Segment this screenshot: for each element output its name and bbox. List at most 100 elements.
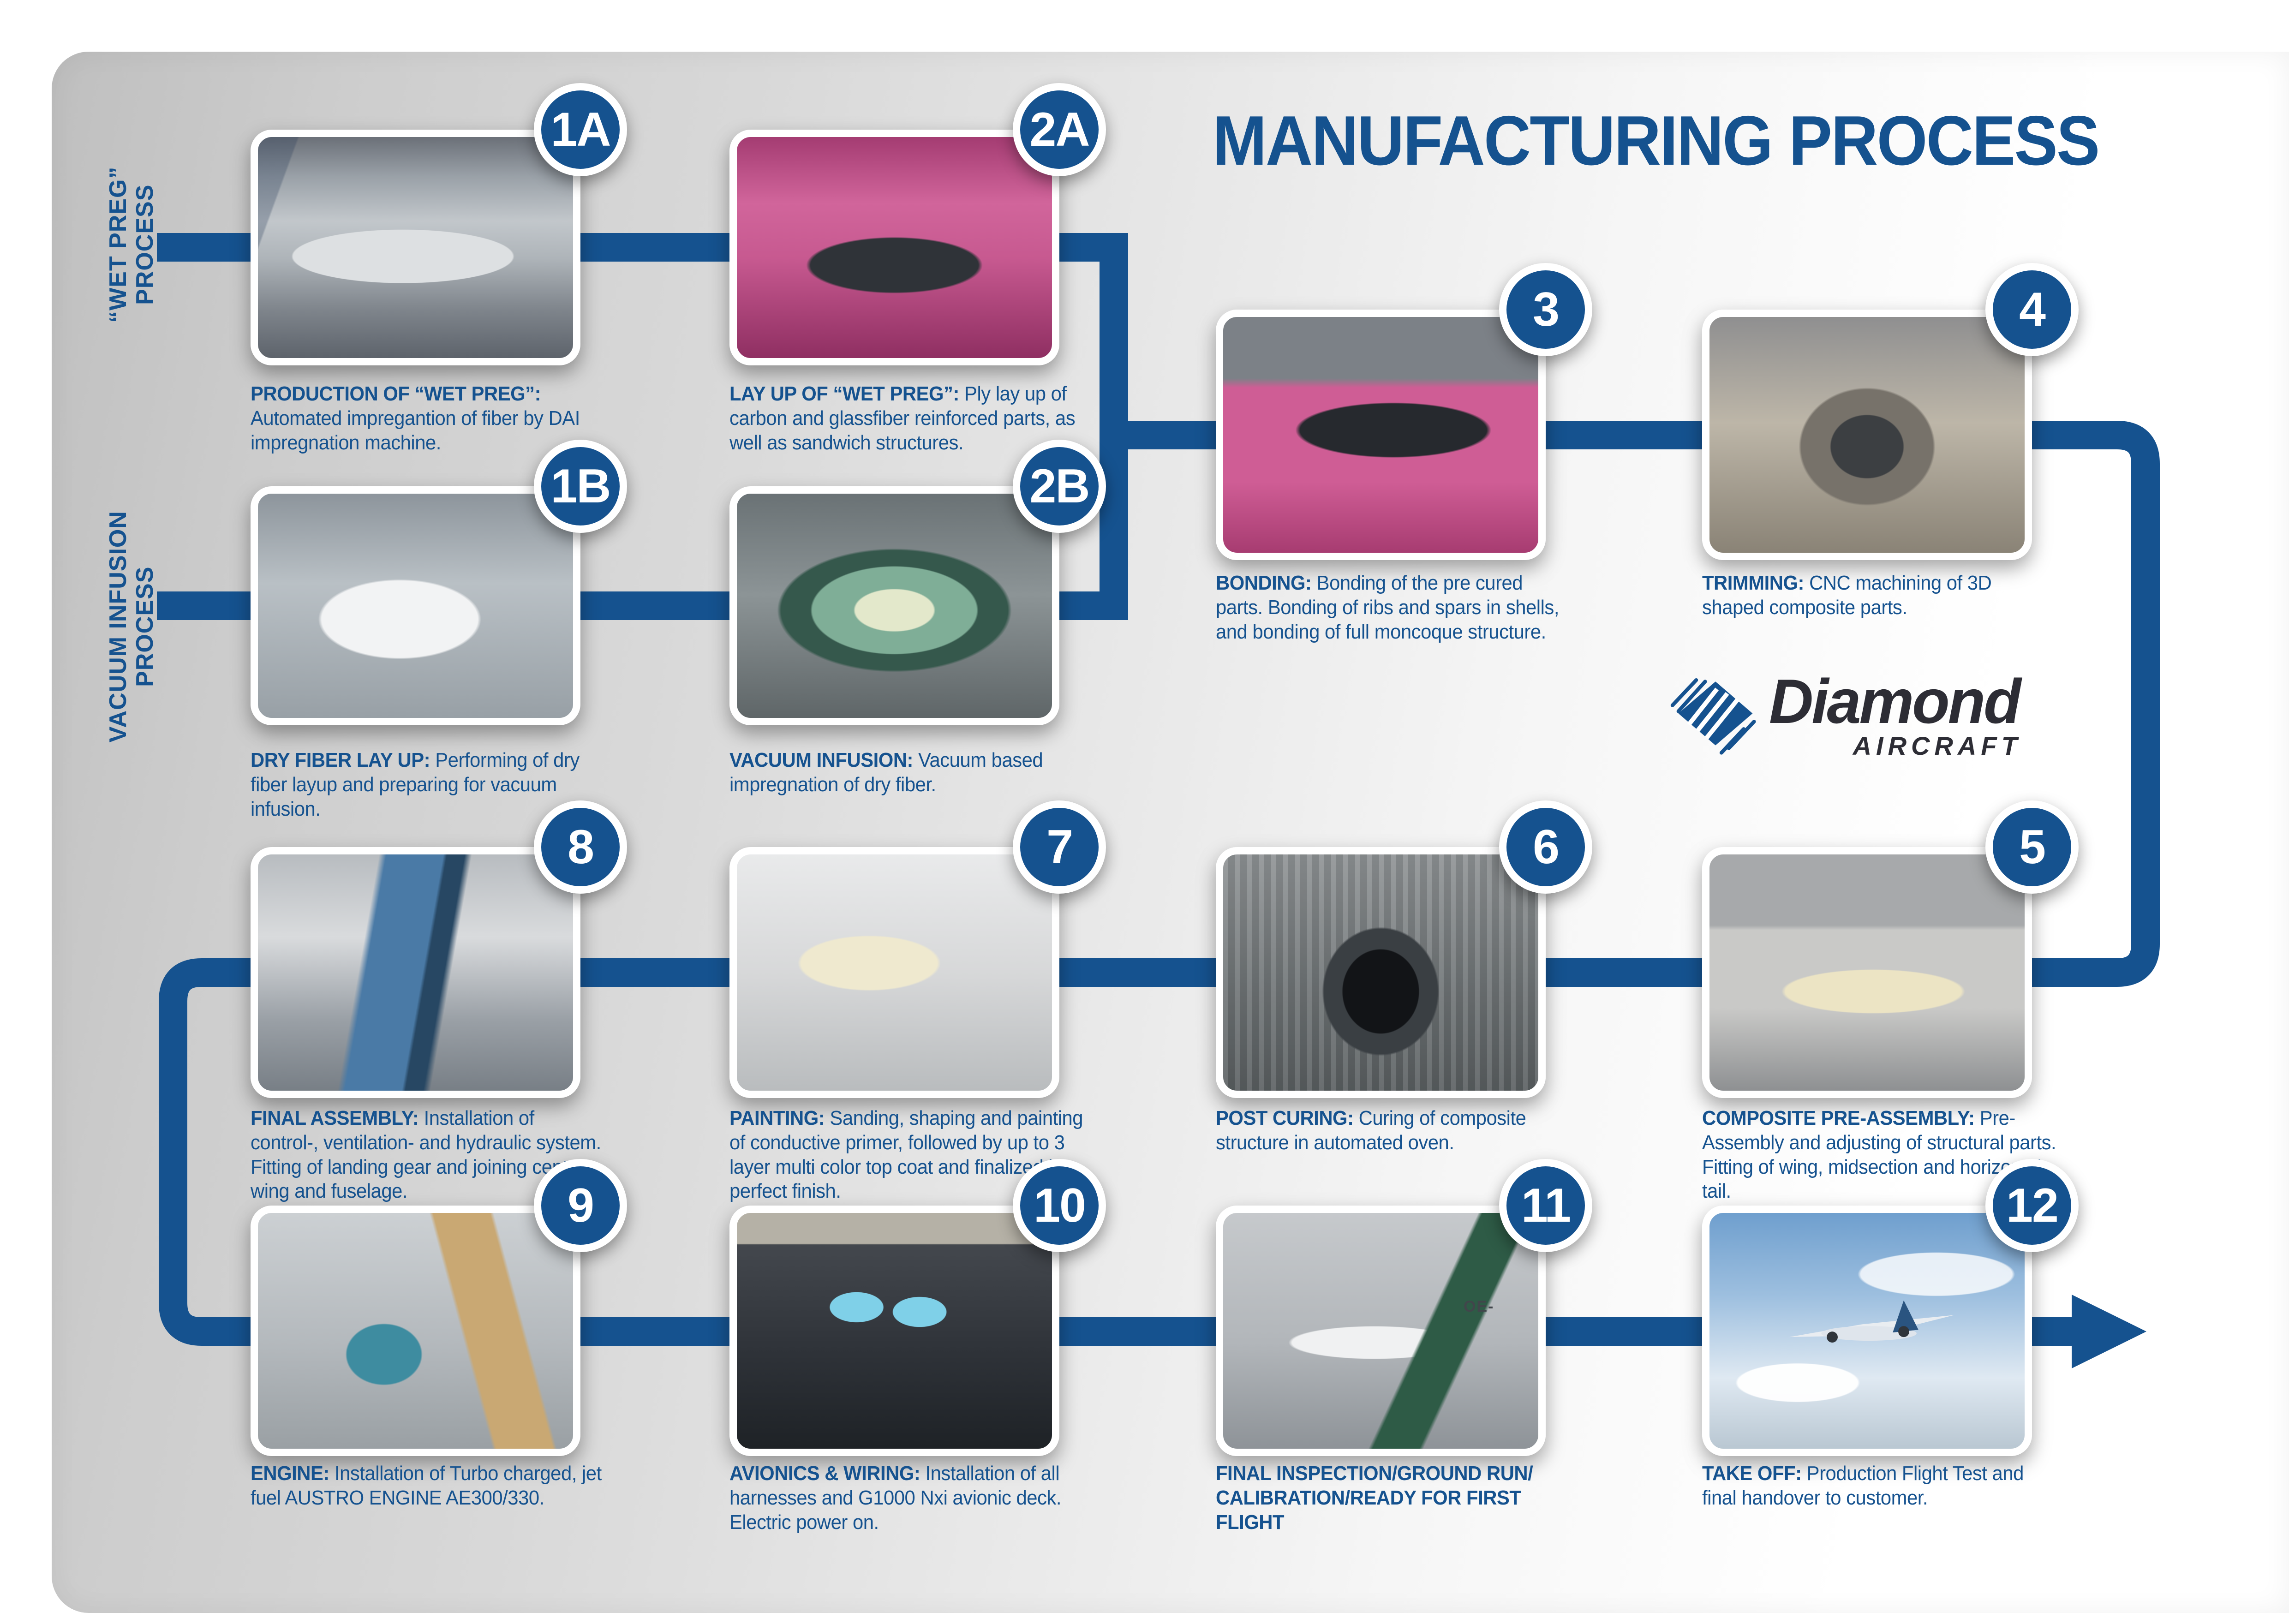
- diamond-logo-icon: [1670, 678, 1756, 755]
- photo-wet-preg-impregnation-machine: [251, 130, 580, 365]
- step-card-9: 9: [251, 1159, 627, 1456]
- step-card-6: 6: [1216, 800, 1592, 1098]
- caption-heading: LAY UP OF “WET PREG”:: [729, 382, 959, 405]
- caption-heading: TAKE OFF:: [1702, 1462, 1802, 1485]
- diamond-aircraft-logo: Diamond AIRCRAFT: [1669, 670, 2025, 761]
- badge-number: 8: [568, 820, 594, 874]
- step-card-4: 4: [1702, 263, 2079, 560]
- side-label-wet-preg-process: “WET PREG” PROCESS: [105, 106, 158, 383]
- step-card-1a: 1A: [251, 83, 627, 365]
- badge-number: 2B: [1029, 459, 1090, 513]
- badge-number: 5: [2019, 820, 2046, 874]
- caption-heading: PAINTING:: [729, 1107, 825, 1129]
- step-caption-11: FINAL INSPECTION/GROUND RUN/ CALIBRATION…: [1216, 1462, 1572, 1534]
- photo-avionics-cockpit: [729, 1206, 1059, 1456]
- step-caption-1a: PRODUCTION OF “WET PREG”: Automated impr…: [251, 382, 606, 455]
- photo-take-off-flight: [1702, 1206, 2032, 1456]
- caption-heading: ENGINE:: [251, 1462, 329, 1485]
- flow-arrowhead-icon: [2072, 1295, 2146, 1368]
- step-caption-9: ENGINE: Installation of Turbo charged, j…: [251, 1462, 606, 1511]
- caption-heading: DRY FIBER LAY UP:: [251, 749, 430, 771]
- step-card-5: 5: [1702, 800, 2079, 1098]
- logo-brand-name: Diamond: [1769, 666, 2021, 736]
- step-badge-10: 10: [1013, 1159, 1106, 1252]
- caption-body: Installation of all harnesses and G1000 …: [729, 1462, 1061, 1534]
- step-badge-7: 7: [1013, 800, 1106, 894]
- badge-number: 1A: [550, 102, 611, 156]
- photo-engine-installation: [251, 1206, 580, 1456]
- step-card-1b: 1B: [251, 440, 627, 725]
- caption-heading: VACUUM INFUSION:: [729, 749, 913, 771]
- step-card-2b: 2B: [729, 440, 1106, 725]
- badge-number: 7: [1046, 820, 1073, 874]
- step-card-11: OE- 11: [1216, 1159, 1592, 1456]
- caption-body: Installation of Turbo charged, jet fuel …: [251, 1462, 602, 1509]
- caption-heading: FINAL INSPECTION/GROUND RUN/ CALIBRATION…: [1216, 1462, 1533, 1534]
- flow-main-path: [159, 421, 2160, 1346]
- caption-body: Ply lay up of carbon and glassfiber rein…: [729, 382, 1076, 454]
- step-badge-5: 5: [1985, 800, 2079, 894]
- caption-heading: PRODUCTION OF “WET PREG”:: [251, 382, 541, 405]
- side-label-line: VACUUM INFUSION: [104, 511, 131, 743]
- badge-number: 11: [1521, 1178, 1571, 1232]
- photo-final-inspection-hangar: OE-: [1216, 1206, 1546, 1456]
- step-card-12: 12: [1702, 1159, 2079, 1456]
- step-caption-2b: VACUUM INFUSION: Vacuum based impregnati…: [729, 748, 1085, 797]
- step-caption-8: FINAL ASSEMBLY: Installation of control-…: [251, 1106, 606, 1204]
- step-badge-2b: 2B: [1013, 440, 1106, 533]
- step-badge-6: 6: [1499, 800, 1592, 894]
- page-title: MANUFACTURING PROCESS: [1213, 102, 2100, 180]
- photo-vacuum-infusion-mold: [729, 486, 1059, 725]
- badge-number: 3: [1533, 282, 1560, 336]
- step-caption-6: POST CURING: Curing of composite structu…: [1216, 1106, 1572, 1155]
- photo-post-curing-oven: [1216, 847, 1546, 1098]
- logo-subtitle: AIRCRAFT: [1853, 731, 2022, 760]
- photo-painting-booth: [729, 847, 1059, 1098]
- caption-body: Installation of control-, ventilation- a…: [251, 1107, 601, 1203]
- photo-dry-fiber-layup: [251, 486, 580, 725]
- side-label-line: PROCESS: [131, 184, 158, 305]
- step-card-2a: 2A: [729, 83, 1106, 365]
- badge-number: 12: [2006, 1178, 2059, 1232]
- step-badge-9: 9: [534, 1159, 627, 1252]
- step-badge-8: 8: [534, 800, 627, 894]
- badge-number: 9: [568, 1178, 594, 1232]
- step-badge-1a: 1A: [534, 83, 627, 176]
- badge-number: 2A: [1029, 102, 1090, 156]
- badge-number: 1B: [550, 459, 611, 513]
- caption-body: Sanding, shaping and painting of conduct…: [729, 1107, 1083, 1203]
- badge-number: 6: [1533, 820, 1560, 874]
- caption-body: Curing of composite structure in automat…: [1216, 1107, 1526, 1154]
- step-caption-4: TRIMMING: CNC machining of 3D shaped com…: [1702, 571, 2058, 620]
- step-badge-12: 12: [1985, 1159, 2079, 1252]
- step-caption-10: AVIONICS & WIRING: Installation of all h…: [729, 1462, 1085, 1534]
- caption-body: Production Flight Test and final handove…: [1702, 1462, 2024, 1509]
- aircraft-registration-text: OE-: [1463, 1297, 1494, 1315]
- photo-composite-pre-assembly: [1702, 847, 2032, 1098]
- caption-body: Pre-Assembly and adjusting of structural…: [1702, 1107, 2056, 1203]
- step-caption-5: COMPOSITE PRE-ASSEMBLY: Pre-Assembly and…: [1702, 1106, 2058, 1204]
- caption-body: Vacuum based impregnation of dry fiber.: [729, 749, 1043, 796]
- badge-number: 4: [2019, 282, 2046, 336]
- caption-heading: POST CURING:: [1216, 1107, 1354, 1129]
- caption-body: Bonding of the pre cured parts. Bonding …: [1216, 572, 1559, 643]
- badge-number: 10: [1034, 1178, 1086, 1232]
- step-badge-1b: 1B: [534, 440, 627, 533]
- step-caption-1b: DRY FIBER LAY UP: Performing of dry fibe…: [251, 748, 606, 821]
- side-label-vacuum-infusion-process: VACUUM INFUSION PROCESS: [105, 488, 158, 765]
- photo-final-assembly: [251, 847, 580, 1098]
- step-caption-12: TAKE OFF: Production Flight Test and fin…: [1702, 1462, 2058, 1511]
- caption-body: CNC machining of 3D shaped composite par…: [1702, 572, 1992, 619]
- photo-wet-preg-layup-hall: [729, 130, 1059, 365]
- step-caption-3: BONDING: Bonding of the pre cured parts.…: [1216, 571, 1572, 644]
- caption-body: Performing of dry fiber layup and prepar…: [251, 749, 580, 820]
- side-label-line: PROCESS: [131, 566, 158, 687]
- step-card-8: 8: [251, 800, 627, 1098]
- step-badge-11: 11: [1499, 1159, 1592, 1252]
- step-badge-3: 3: [1499, 263, 1592, 356]
- step-caption-2a: LAY UP OF “WET PREG”: Ply lay up of carb…: [729, 382, 1085, 455]
- step-card-10: 10: [729, 1159, 1106, 1456]
- caption-heading: AVIONICS & WIRING:: [729, 1462, 920, 1485]
- side-label-line: “WET PREG”: [104, 166, 131, 323]
